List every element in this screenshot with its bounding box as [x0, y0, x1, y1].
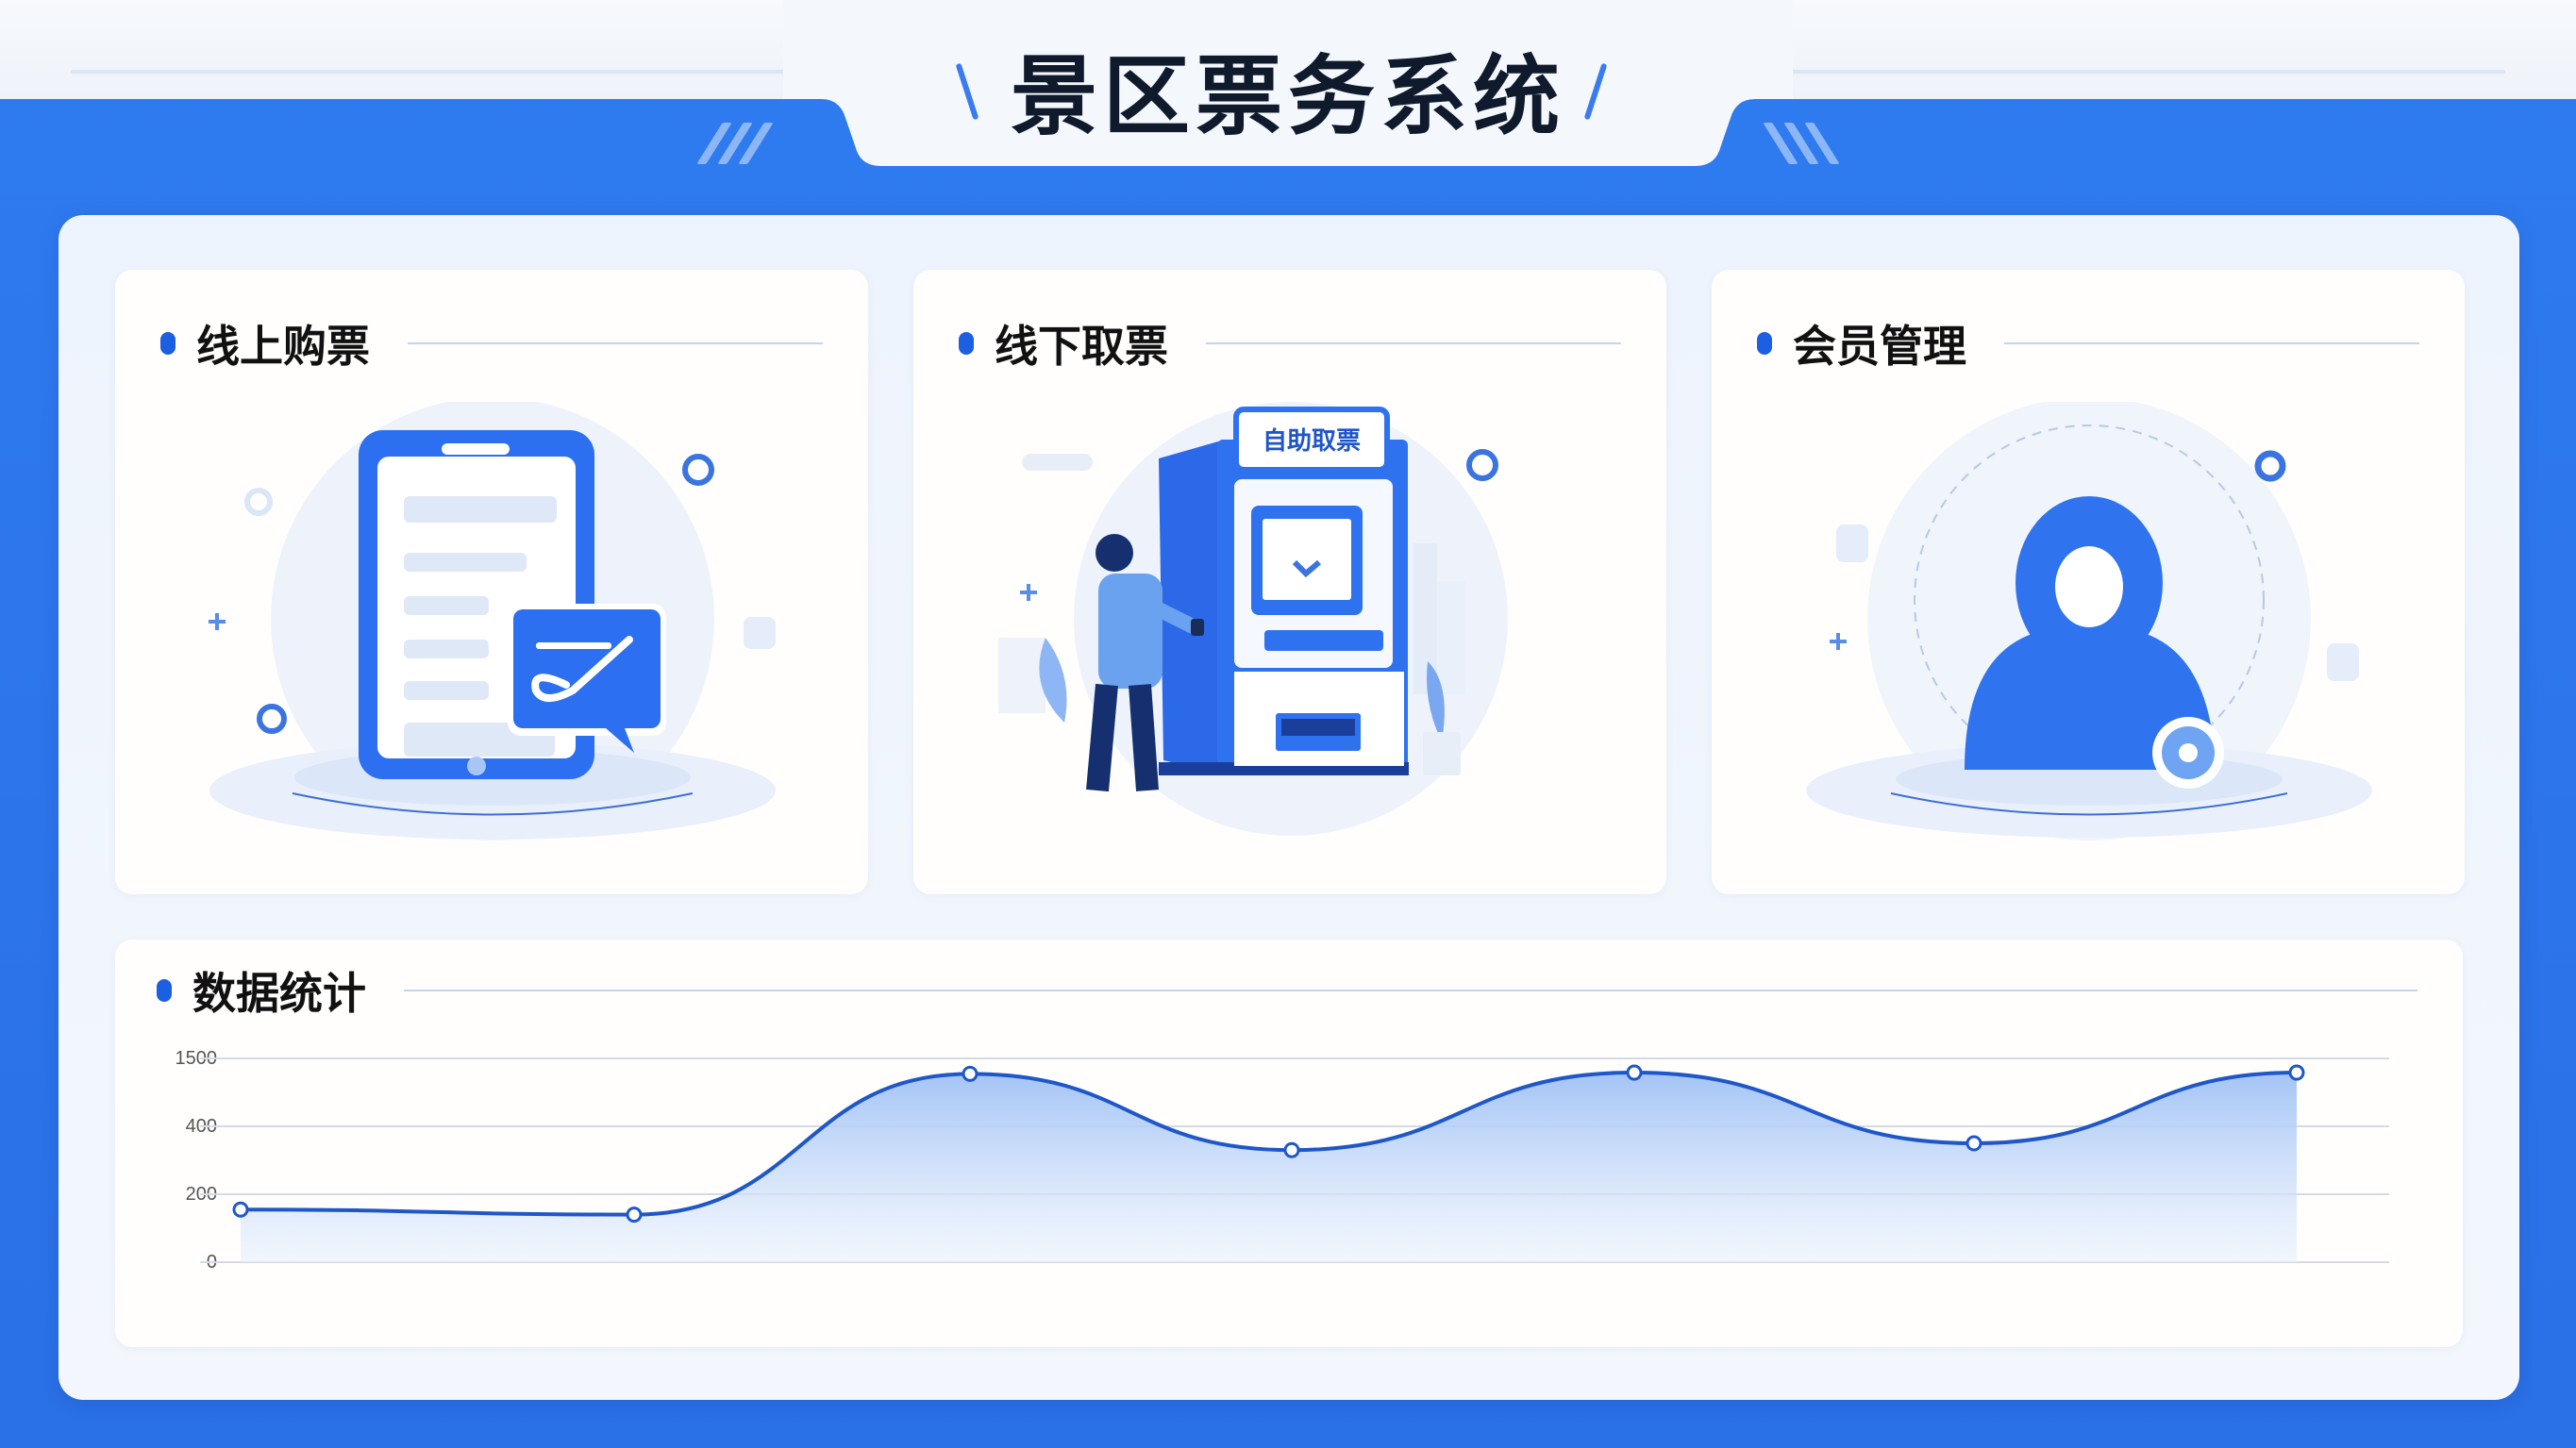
data-point[interactable]	[1626, 1064, 1643, 1081]
chart-plot	[200, 1057, 2389, 1263]
divider	[404, 990, 2417, 991]
main-panel: 线上购票	[59, 215, 2519, 1400]
card-title: 会员管理	[1793, 322, 1966, 371]
header-right-line	[1779, 70, 2505, 74]
user-profile-icon	[1806, 402, 2372, 841]
data-point[interactable]	[962, 1065, 979, 1082]
data-point[interactable]	[1965, 1135, 1982, 1152]
kiosk-sign: 自助取票	[1263, 426, 1361, 455]
data-point[interactable]	[626, 1207, 643, 1223]
page-title: 景区票务系统	[1010, 49, 1565, 145]
header-right-stripes	[1763, 123, 1840, 169]
mobile-phone-ticket-check-icon	[209, 402, 776, 841]
data-point[interactable]	[1283, 1141, 1300, 1158]
line-area-chart[interactable]: 1500 400 200 0	[115, 1048, 2463, 1336]
header-left-stripes	[696, 123, 774, 169]
card-online-purchase[interactable]: 线上购票	[115, 270, 868, 894]
bullet-dot	[160, 332, 176, 355]
y-tick-label: 1500	[175, 1048, 218, 1069]
self-service-kiosk-icon: 自助取票	[998, 402, 1508, 836]
header-title-tab: 景区票务系统	[783, 0, 1793, 166]
divider	[408, 342, 823, 344]
bullet-dot	[959, 332, 974, 355]
card-offline-pickup[interactable]: 线下取票 自助取票	[913, 270, 1666, 894]
data-point[interactable]	[2288, 1064, 2305, 1081]
card-title: 线下取票	[995, 322, 1168, 371]
data-point[interactable]	[232, 1201, 249, 1218]
divider	[2004, 342, 2419, 344]
card-data-statistics: 数据统计 1500 400 200 0	[115, 940, 2463, 1347]
bullet-dot	[157, 979, 172, 1002]
card-title: 数据统计	[192, 969, 366, 1018]
card-title: 线上购票	[196, 322, 370, 371]
header-left-line	[71, 70, 797, 74]
divider	[1206, 342, 1621, 344]
bullet-dot	[1757, 332, 1772, 355]
card-member-management[interactable]: 会员管理	[1712, 270, 2465, 894]
